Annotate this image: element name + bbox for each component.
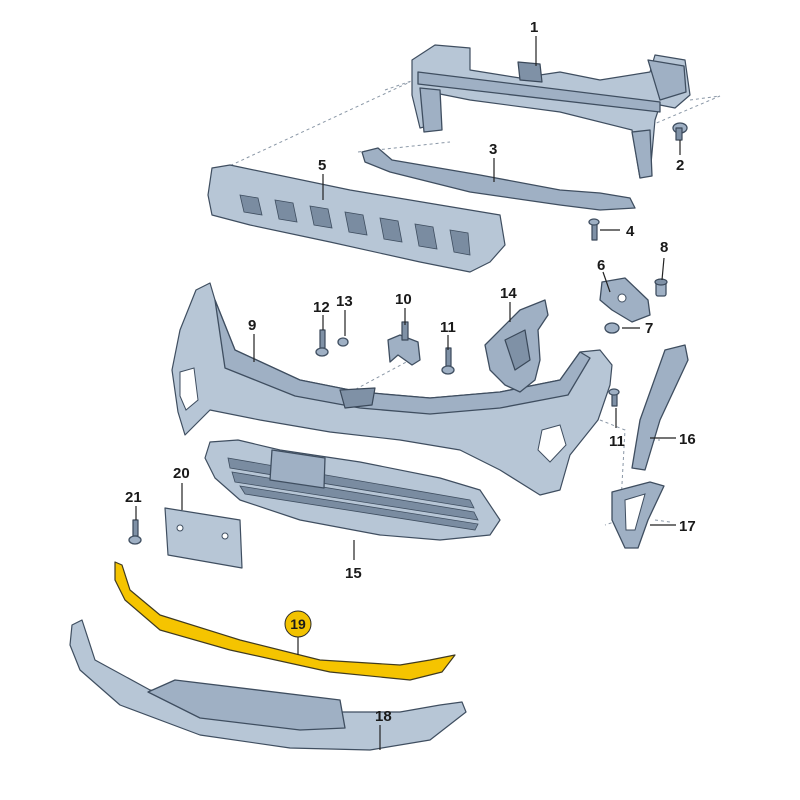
part-14-side-bracket [484,299,549,393]
part-12-screw [315,329,329,357]
callout-12: 12 [313,299,330,316]
callout-11-right: 11 [609,433,625,450]
part-1-impact-beam [411,44,691,179]
part-4-bolt [588,218,600,241]
part-3-guide-strip [361,147,636,211]
callout-16: 16 [679,431,696,448]
part-15-grille [204,439,501,541]
part-19-trim-strip [114,561,456,681]
part-8-rivet [654,278,668,297]
part-7-clip [604,322,620,334]
callout-19-highlight: 19 [284,610,312,638]
callout-6: 6 [597,257,605,274]
callout-18: 18 [375,708,392,725]
part-13-clip [337,337,349,347]
callout-20: 20 [173,465,190,482]
part-2-screw [672,122,688,141]
callout-2: 2 [676,157,684,174]
callout-labels: 1 2 3 4 5 6 7 8 9 10 11 11 12 13 14 15 1… [125,19,696,725]
highlight-badge [284,610,312,638]
callout-4: 4 [626,223,635,240]
callout-19: 19 [290,616,306,632]
part-5-energy-absorber [207,164,506,273]
callout-5: 5 [318,157,326,174]
part-17-foglight-trim [611,481,665,549]
part-16-side-trim [631,344,689,471]
part-10-mount-bracket [387,321,421,366]
callout-leaders [135,36,681,750]
callout-10: 10 [395,291,412,308]
callout-11-center: 11 [440,319,456,336]
part-11-screws [441,347,620,407]
part-21-bolt [128,519,142,545]
callout-1: 1 [530,19,538,36]
callout-9: 9 [248,317,256,334]
part-18-lower-spoiler [69,619,467,751]
part-6-bracket [599,277,651,323]
callout-15: 15 [345,565,362,582]
callout-8: 8 [660,239,668,256]
callout-13: 13 [336,293,353,310]
part-20-plate-bracket [164,507,243,569]
callout-7: 7 [645,320,653,337]
part-9-bumper-cover [171,282,613,496]
callout-21: 21 [125,489,142,506]
callout-14: 14 [500,285,517,302]
callout-3: 3 [489,141,497,158]
callout-17: 17 [679,518,696,535]
